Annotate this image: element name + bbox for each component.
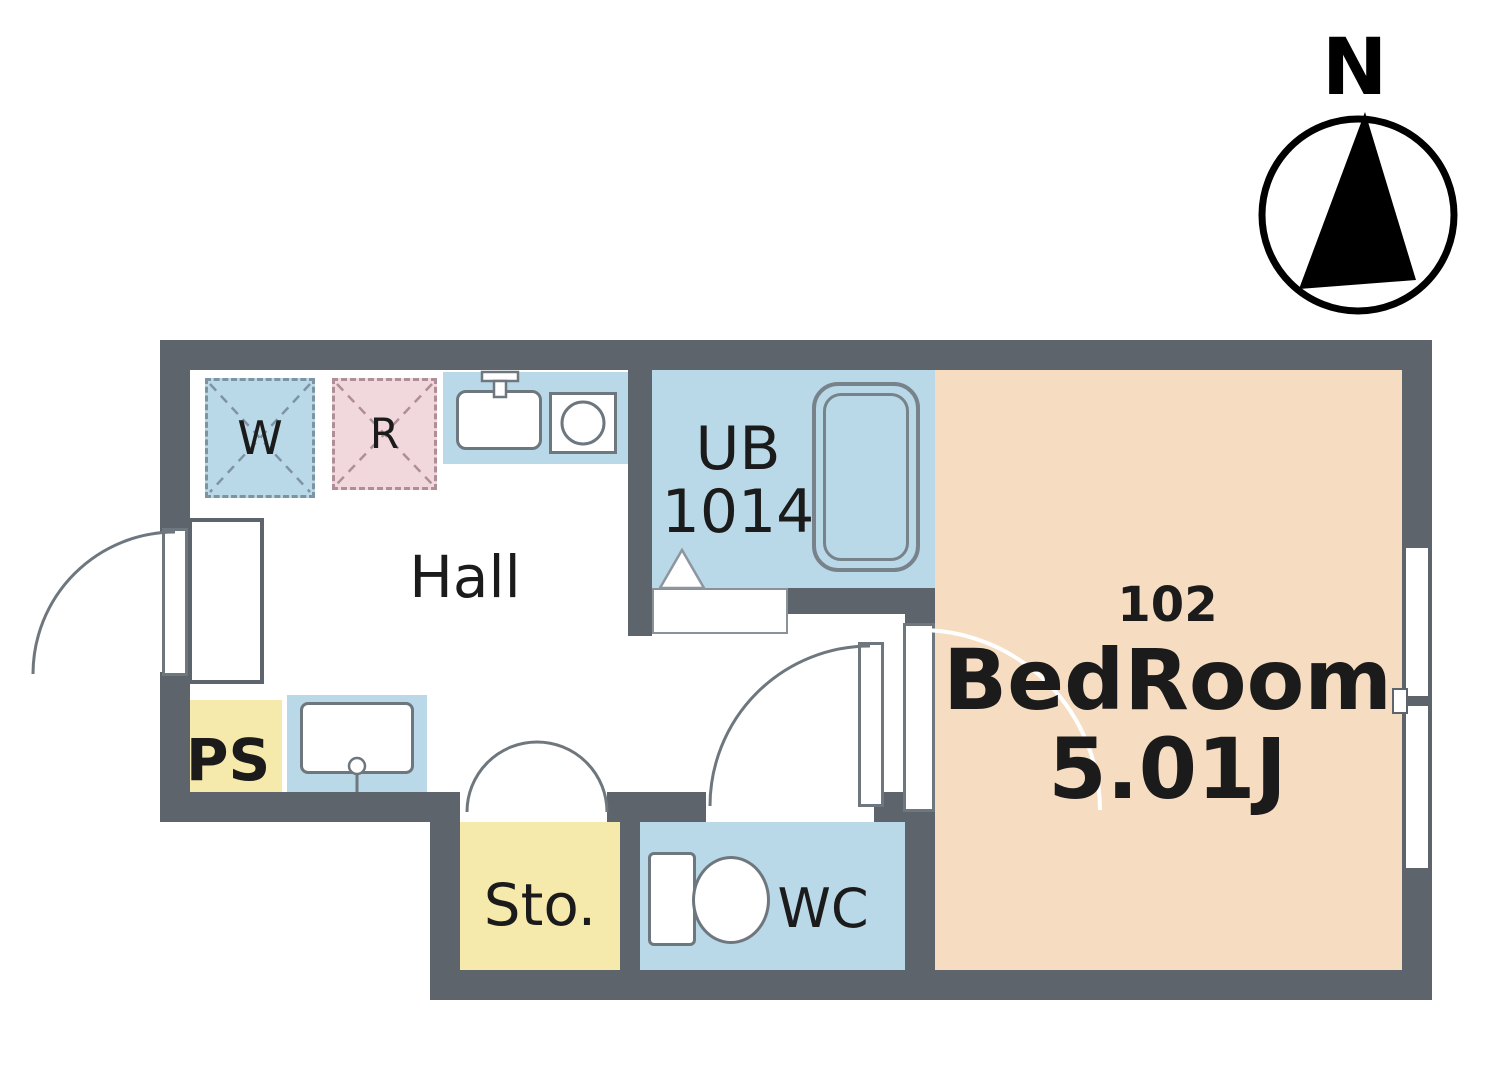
compass-north-label: N bbox=[1322, 23, 1388, 113]
window-icon bbox=[1406, 548, 1428, 696]
wall-segment bbox=[160, 340, 190, 532]
bedroom-name: BedRoom bbox=[943, 631, 1392, 730]
hall-label: Hall bbox=[409, 542, 521, 611]
window-latch-icon bbox=[1392, 688, 1408, 714]
wall-segment bbox=[160, 340, 1432, 370]
wc-door-leaf bbox=[858, 642, 884, 807]
storage-door-opening bbox=[467, 792, 607, 822]
storage-label: Sto. bbox=[483, 870, 597, 939]
pipe-space-floor bbox=[190, 700, 282, 792]
bedroom-size: 5.01J bbox=[1048, 719, 1287, 818]
wc-door-opening bbox=[706, 792, 874, 822]
wall-segment bbox=[628, 370, 652, 636]
compass-needle bbox=[1299, 112, 1416, 289]
unit-bath-step bbox=[652, 588, 788, 634]
washbasin-icon bbox=[300, 702, 414, 774]
wall-segment bbox=[430, 792, 460, 1000]
unit-bath-label-line1: UB bbox=[695, 414, 781, 484]
bedroom-door-leaf bbox=[903, 623, 935, 812]
wc-door-arc bbox=[708, 644, 871, 807]
wall-segment bbox=[607, 792, 706, 822]
unit-bath-label: UB 1014 bbox=[648, 418, 828, 544]
refrigerator-label: R bbox=[369, 408, 400, 458]
toilet-bowl-icon bbox=[692, 856, 770, 944]
bedroom-label: 102 BedRoom 5.01J bbox=[940, 580, 1395, 813]
washer-label: W bbox=[237, 410, 283, 465]
wall-segment bbox=[160, 792, 460, 822]
wall-segment bbox=[620, 822, 640, 970]
storage-floor bbox=[460, 822, 620, 970]
toilet-tank-icon bbox=[648, 852, 696, 946]
sink-icon bbox=[456, 390, 542, 450]
entry-alcove bbox=[188, 518, 264, 684]
unit-bath-label-line2: 1014 bbox=[661, 477, 815, 547]
wall-segment bbox=[905, 810, 935, 1000]
bedroom-number: 102 bbox=[1117, 577, 1218, 633]
compass-icon bbox=[1258, 112, 1458, 315]
compass-circle bbox=[1258, 115, 1458, 315]
entry-door-arc bbox=[31, 530, 176, 675]
wall-segment bbox=[905, 588, 935, 625]
bathtub-inner bbox=[823, 393, 909, 561]
stove-burner-icon bbox=[549, 392, 617, 454]
entry-door-leaf bbox=[162, 528, 188, 676]
toilet-label: WC bbox=[777, 876, 869, 940]
pipe-space-label: PS bbox=[186, 726, 271, 794]
window-icon bbox=[1406, 706, 1428, 868]
bathtub-icon bbox=[812, 382, 920, 572]
